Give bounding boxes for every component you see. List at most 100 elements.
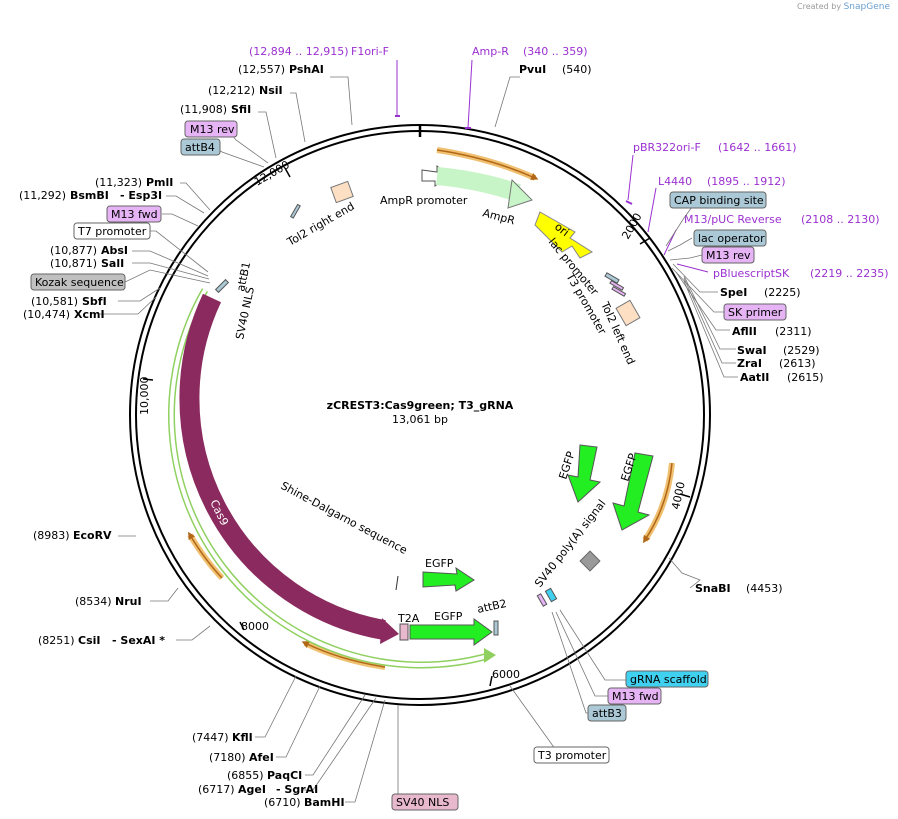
ecorv-pos: (8983) [33,529,70,542]
cap-site-label: CAP binding site [674,194,764,207]
small-feature-marks-right [604,272,627,297]
l4440-label: L4440 [658,175,692,188]
t2a-box [399,623,409,641]
m13puc-label: M13/pUC Reverse [684,213,782,226]
t3-promoter-box [533,746,610,764]
t7-promoter-box [73,222,151,240]
sv40-polya-label: SV40 poly(A) signal [532,497,608,590]
tick-label-10000: 10,000 [138,377,151,416]
aflii-pos: (2311) [775,325,812,338]
bsmbi-pos: (11,292) [19,189,66,202]
l4440-pos: (1895 .. 1912) [707,175,786,188]
nrui-label: NruI [115,595,142,608]
grna-scaffold-box [625,670,709,688]
sv40-nls-bottom-label: SV40 NLS [396,796,449,809]
ecorv-label: EcoRV [73,529,112,542]
f1ori-pos: (12,894 .. 12,915) [249,45,349,58]
afei-pos: (7180) [209,751,246,764]
zrai-label: ZraI [737,357,762,370]
attb2-mark [493,620,499,636]
xcmi-pos: (10,474) [23,308,70,321]
m13-rev-right-label: M13 rev [706,249,751,262]
sk-primer-box [723,303,787,321]
m13-fwd-left-label: M13 fwd [111,208,158,221]
m13-rev-right-box [701,246,755,264]
attb2-label: attB2 [476,597,508,616]
pvui-pos: (540) [562,63,592,76]
attb3-label: attB3 [592,707,622,720]
grna-scaffold-mark [544,587,558,603]
xcmi-label: XcmI [74,308,105,321]
tick-label-8000: 8000 [241,620,269,633]
zrai-pos: (2613) [779,357,816,370]
attb1-mark [214,278,230,294]
agei-pos: (6717) [198,783,235,796]
t7-promoter-label: T7 promoter [77,225,147,238]
egfp-small-arrow [422,566,475,592]
esp3i-label: - Esp3I [120,189,162,202]
swai-pos: (2529) [783,344,820,357]
snabi-label: SnaBI [695,582,731,595]
tol2-left-box [615,299,641,327]
snapgene-logo-text: SnapGene [843,2,890,12]
egfp-arrow-2 [612,452,654,531]
kfli-pos: (7447) [192,731,229,744]
egfp-t2a-arrow [409,618,493,646]
snabi-pos: (4453) [746,582,783,595]
tol2-right-box [330,180,354,204]
egfp-arrow-1 [567,444,602,503]
bamhi-label: BamHI [304,796,345,809]
absi-label: AbsI [101,244,128,257]
attb4-box [180,138,221,156]
sbfi-pos: (10,581) [31,295,78,308]
egfp-small-label: EGFP [425,557,454,570]
paqci-pos: (6855) [227,769,264,782]
m13-fwd-mark [536,593,548,607]
lac-operator-box [693,229,767,247]
nsii-pos: (12,212) [208,84,255,97]
watermark: Created by SnapGene [797,2,890,12]
pbluescript-pos: (2219 .. 2235) [810,267,889,280]
sv40-nls-box [391,793,459,811]
agei-label: AgeI [238,783,266,796]
plasmid-length: 13,061 bp [392,413,448,426]
absi-pos: (10,877) [50,244,97,257]
sfii-label: SfiI [231,103,251,116]
plasmid-name: zCREST3:Cas9green; T3_gRNA [327,399,514,412]
orange-arrow-right [642,462,675,542]
attb1-label: attB1 [234,261,253,293]
tick-label-6000: 6000 [492,668,520,681]
sk-primer-label: SK primer [728,306,783,319]
pmli-pos: (11,323) [95,176,142,189]
sv40-polya-box [579,550,601,572]
shine-dalgarno-label: Shine-Dalgarno sequence [279,479,410,557]
tick-marks [142,125,691,687]
afei-label: AfeI [249,751,274,764]
m13-fwd-right-box [607,687,662,705]
attb4-label: attB4 [185,141,215,154]
m13-fwd-right-label: M13 fwd [612,690,659,703]
ampr-arrow [436,167,521,202]
pmli-label: PmlI [146,176,173,189]
sali-pos: (10,871) [50,257,97,270]
pbr322-label: pBR322ori-F [633,141,701,154]
tick-label-4000: 4000 [669,481,688,511]
egfp-t2a-label: EGFP [434,610,463,623]
m13-rev-left-box [184,120,238,138]
attb3-box [587,704,627,722]
nsii-label: NsiI [259,84,283,97]
bsmbi-label: BsmBI [70,189,109,202]
m13puc-pos: (2108 .. 2130) [801,213,880,226]
sexai-label: - SexAI * [112,634,165,647]
csii-pos: (8251) [38,634,75,647]
cap-site-box [669,191,767,209]
ampr-label: AmpR [481,206,516,227]
attb4-mark [289,203,301,219]
tick-label-12000: 12,000 [252,158,292,189]
t3-promoter-bottom-label: T3 promoter [537,749,607,762]
ampr-r-pos: (340 .. 359) [523,45,588,58]
sv40-nls-label: SV40 NLS [233,286,257,341]
f1ori-label: F1ori-F [351,45,389,58]
kozak-box [30,273,126,291]
